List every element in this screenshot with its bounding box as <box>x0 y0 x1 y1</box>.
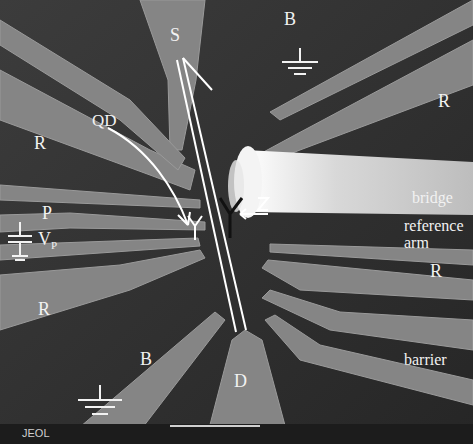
gate-label: S <box>170 26 180 44</box>
arm-label: reference arm <box>404 218 466 252</box>
gate-label: R <box>38 300 50 318</box>
scale-text: JEOL <box>22 428 50 439</box>
drain-label: D <box>234 372 247 390</box>
gate-label: B <box>140 350 152 368</box>
gate-label: R <box>430 262 442 280</box>
gate-label: R <box>34 134 46 152</box>
voltage-label: V <box>38 230 51 248</box>
gate-label: P <box>42 204 52 222</box>
dot-label: QD <box>92 112 117 129</box>
barrier-label: barrier <box>404 352 447 368</box>
gate-label: B <box>284 10 296 28</box>
voltage-subscript: P <box>51 240 57 251</box>
bridge-label: bridge <box>412 190 453 206</box>
gate-label: R <box>438 92 450 110</box>
